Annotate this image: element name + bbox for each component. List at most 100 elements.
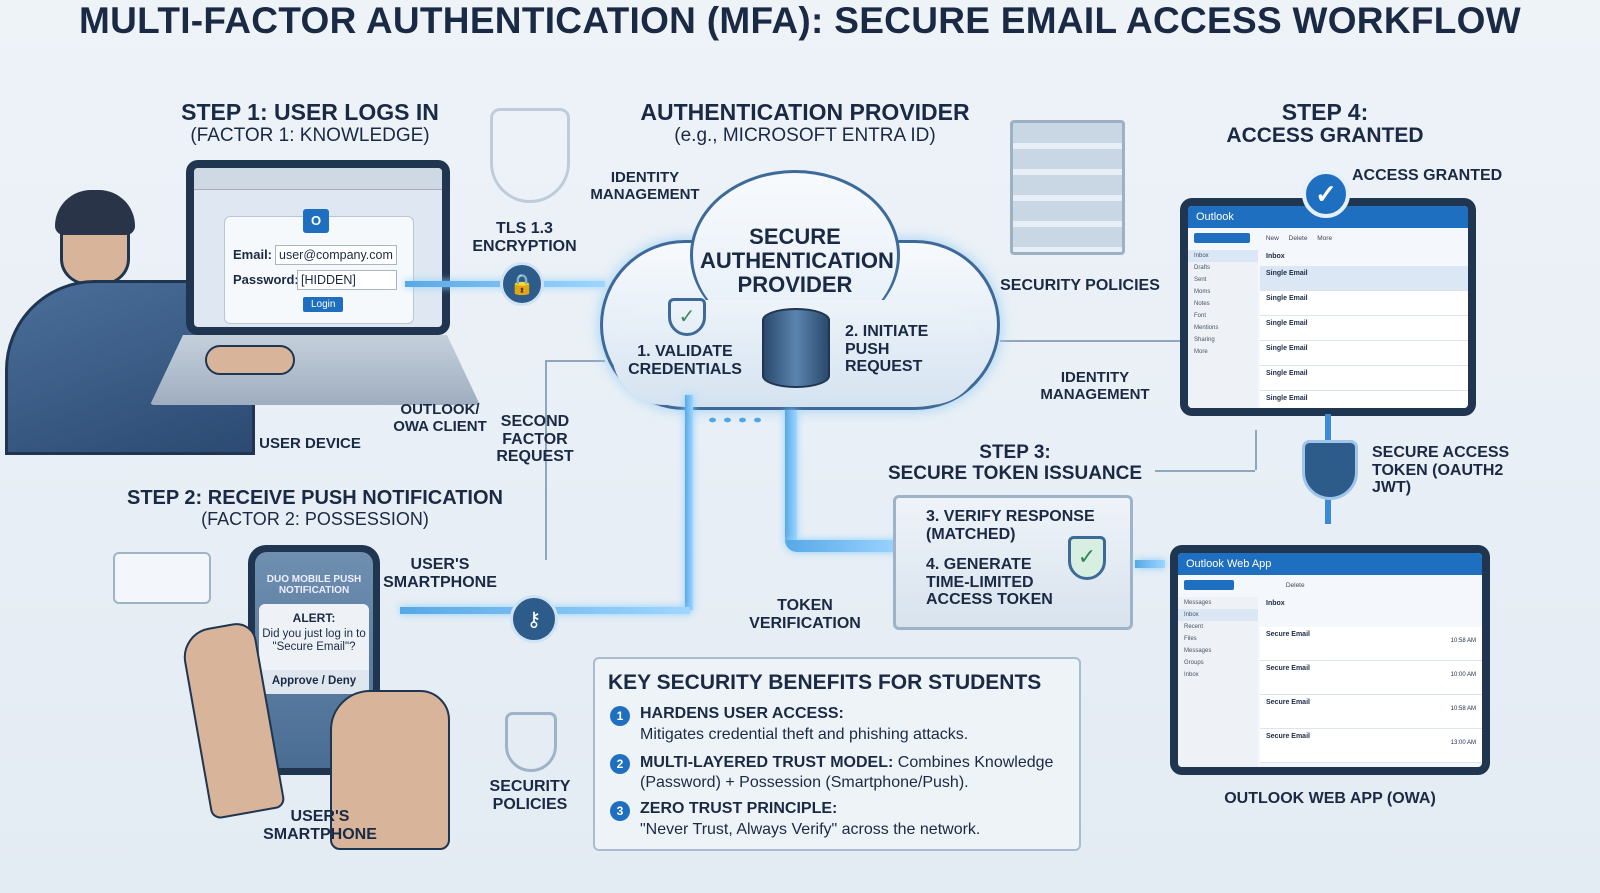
password-field[interactable]: [HIDDEN]	[297, 270, 397, 290]
step4-title: STEP 4:	[1281, 99, 1369, 125]
secure-token-label: SECURE ACCESS TOKEN (OAUTH2 JWT)	[1372, 444, 1510, 497]
step3-subtitle: SECURE TOKEN ISSUANCE	[887, 463, 1143, 484]
folder-item[interactable]: Notes	[1194, 301, 1210, 307]
outlook-app-title: Outlook	[1196, 211, 1234, 223]
owa-inbox-header: Inbox	[1266, 600, 1285, 607]
folder-item[interactable]: Moms	[1194, 289, 1211, 295]
user-hands	[205, 345, 295, 375]
benefit-text: Combines Knowledge (Password) + Possessi…	[640, 754, 1054, 791]
owa-email-row[interactable]: Secure Email 13:00 AM	[1260, 729, 1482, 763]
owa-toolbar: Delete	[1178, 575, 1482, 595]
owa-folder-item[interactable]: Inbox	[1184, 672, 1199, 678]
step1-title: STEP 1: USER LOGS IN	[181, 99, 439, 125]
shield-check-icon: ✓	[668, 298, 706, 336]
database-icon	[762, 308, 830, 388]
owa-email-subject: Secure Email	[1266, 733, 1310, 740]
new-button[interactable]: New	[1265, 234, 1279, 242]
benefit-item: MULTI-LAYERED TRUST MODEL: Combines Know…	[640, 753, 1080, 793]
owa-email-row[interactable]: Secure Email 10:58 AM	[1260, 695, 1482, 729]
email-subject: Single Email	[1266, 345, 1308, 352]
owa-compose-button[interactable]	[1184, 580, 1234, 590]
connector-line	[1000, 340, 1180, 342]
users-smartphone-label-bottom: USER'S SMARTPHONE	[263, 808, 377, 843]
initiate-push: 2. INITIATE PUSH REQUEST	[845, 323, 929, 376]
connector-line	[545, 360, 547, 560]
email-field[interactable]: user@company.com	[275, 245, 397, 265]
owa-caption: OUTLOOK WEB APP (OWA)	[1224, 790, 1436, 807]
users-smartphone-label: USER'S SMARTPHONE	[383, 556, 497, 591]
login-button[interactable]: Login	[303, 297, 344, 312]
laptop-keyboard	[150, 335, 480, 405]
owa-email-time: 13:00 AM	[1450, 740, 1476, 746]
approve-deny-button[interactable]: Approve / Deny	[259, 670, 369, 694]
token-shield-icon	[1302, 440, 1358, 500]
email-row[interactable]: Single Email	[1260, 391, 1468, 408]
page-title: MULTI-FACTOR AUTHENTICATION (MFA): SECUR…	[79, 0, 1521, 41]
folder-item[interactable]: Drafts	[1194, 265, 1211, 271]
inbox-header: Inbox	[1266, 253, 1285, 260]
validate-credentials: 1. VALIDATE CREDENTIALS	[628, 343, 742, 378]
token-issuance-box: 3. VERIFY RESPONSE (MATCHED) 4. GENERATE…	[893, 495, 1133, 630]
compose-button[interactable]	[1194, 233, 1250, 243]
folder-item[interactable]: More	[1194, 349, 1208, 355]
owa-email-time: 10:00 AM	[1450, 672, 1476, 678]
email-row[interactable]: Single Email	[1260, 291, 1468, 316]
owa-email-subject: Secure Email	[1266, 665, 1310, 672]
folder-item[interactable]: Mentions	[1194, 325, 1219, 331]
second-factor-label: SECOND FACTOR REQUEST	[496, 413, 574, 466]
cloud-dots	[705, 415, 765, 425]
generate-token: 4. GENERATE TIME-LIMITED ACCESS TOKEN	[926, 556, 1053, 609]
email-row[interactable]: Single Email	[1260, 266, 1468, 291]
outlook-logo-icon: O	[303, 209, 329, 233]
folder-item[interactable]: Font	[1194, 313, 1207, 319]
owa-folder-item[interactable]: Groups	[1184, 660, 1204, 666]
delete-button[interactable]: Delete	[1288, 234, 1308, 242]
server-icon	[1010, 120, 1125, 255]
benefit-number: 2	[610, 754, 630, 774]
email-subject: Single Email	[1266, 295, 1308, 302]
user-device-label: USER DEVICE	[259, 435, 361, 452]
email-row[interactable]: Single Email	[1260, 341, 1468, 366]
identity-management-label: IDENTITY MANAGEMENT	[590, 169, 700, 203]
token-flow-pipe	[785, 410, 797, 540]
approval-return-pipe	[685, 395, 693, 610]
email-row[interactable]: Single Email	[1260, 316, 1468, 341]
step1-subtitle: (FACTOR 1: KNOWLEDGE)	[190, 125, 430, 146]
benefits-panel: KEY SECURITY BENEFITS FOR STUDENTS 1 HAR…	[593, 657, 1081, 851]
policy-shield-icon	[505, 712, 557, 772]
owa-delete-button[interactable]: Delete	[1285, 581, 1305, 589]
owa-folder-item[interactable]: Messages	[1184, 648, 1212, 654]
token-flow-arrow	[785, 540, 905, 552]
owa-email-subject: Secure Email	[1266, 699, 1310, 706]
folder-item[interactable]: Sharing	[1194, 337, 1215, 343]
folder-item[interactable]: Inbox	[1188, 250, 1258, 262]
more-button[interactable]: More	[1317, 234, 1333, 242]
owa-folder-item[interactable]: Inbox	[1178, 609, 1258, 621]
owa-email-time: 10:58 AM	[1450, 638, 1476, 644]
shield-lock-icon	[490, 108, 570, 203]
benefit-heading: HARDENS USER ACCESS:	[640, 705, 844, 722]
folder-item[interactable]: Sent	[1194, 277, 1207, 283]
email-subject: Single Email	[1266, 270, 1308, 277]
access-granted-check-icon: ✓	[1302, 170, 1350, 218]
owa-email-subject: Secure Email	[1266, 631, 1310, 638]
owa-folder-item[interactable]: Recent	[1184, 624, 1204, 630]
owa-folder-item[interactable]: Files	[1184, 636, 1197, 642]
verify-response: 3. VERIFY RESPONSE (MATCHED)	[926, 508, 1095, 543]
connector-line	[1155, 470, 1255, 472]
email-row[interactable]: Single Email	[1260, 366, 1468, 391]
token-verification-label: TOKEN VERIFICATION	[749, 597, 861, 632]
connector-line	[1255, 430, 1257, 470]
owa-folder-item[interactable]: Messages	[1184, 600, 1212, 606]
owa-email-row[interactable]: Secure Email 10:58 AM	[1260, 627, 1482, 661]
owa-email-row[interactable]: Secure Email 10:00 AM	[1260, 661, 1482, 695]
outlook-toolbar: New Delete More	[1188, 228, 1468, 248]
cloud-title: SECURE AUTHENTICATION PROVIDER	[700, 224, 894, 298]
user-hair	[55, 190, 135, 235]
owa-email-time: 10:58 AM	[1450, 706, 1476, 712]
step2-title: STEP 2: RECEIVE PUSH NOTIFICATION	[127, 487, 503, 509]
provider-title: AUTHENTICATION PROVIDER	[640, 99, 970, 125]
alert-label: ALERT:	[292, 611, 336, 625]
owa-app-title: Outlook Web App	[1186, 558, 1272, 570]
benefit-number: 3	[610, 801, 630, 821]
